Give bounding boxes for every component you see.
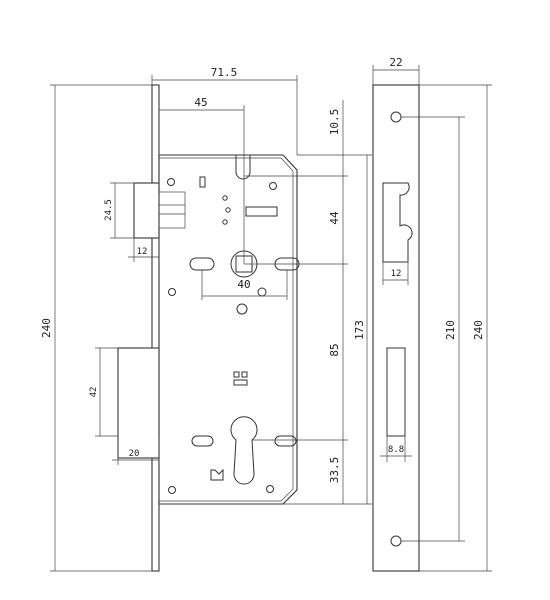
cylinder-slot-left: [191, 435, 214, 447]
lock-body-dimensions: 240 71.5 45 10.5 44 85 33.5 173 24.5 12: [40, 66, 372, 572]
dim-deadbolt-height: 42: [89, 387, 99, 398]
body-faceplate-edge: [151, 84, 160, 572]
lock-case: [158, 154, 298, 505]
faceplate: [372, 84, 420, 572]
deadbolt: [117, 347, 160, 459]
upper-small-slot: [199, 176, 206, 188]
faceplate-dimensions: 22 12 8.8 210 240: [372, 56, 492, 572]
small-hole: [222, 195, 228, 201]
dim-backset: 45: [194, 96, 207, 109]
dim-faceplate-bolt-slot: 8.8: [388, 445, 404, 455]
upper-rect-slot: [245, 206, 278, 217]
faceplate-view: [372, 84, 420, 572]
middle-round-hole: [236, 303, 248, 315]
dim-overall-height: 240: [40, 318, 53, 338]
cylinder-opening: [230, 416, 258, 485]
left-mount-hole: [168, 288, 176, 296]
dim-body-height: 173: [353, 320, 366, 340]
dim-faceplate-height: 240: [472, 320, 485, 340]
lock-body-view: [117, 84, 300, 572]
dim-faceplate-width: 22: [389, 56, 402, 69]
upper-hole: [167, 178, 175, 186]
dim-latch-width: 12: [137, 247, 148, 257]
upper-right-hole: [269, 182, 277, 190]
dim-spindle-spacing: 40: [237, 278, 250, 291]
faceplate-bolt-slot: [386, 347, 406, 437]
dim-top-offset: 10.5: [328, 109, 341, 136]
dim-cylinder-bottom: 33.5: [328, 457, 341, 484]
latch-bolt-inner: [158, 191, 186, 229]
mid-slot: [241, 371, 248, 378]
dim-faceplate-hole-spacing: 210: [444, 320, 457, 340]
dim-deadbolt-width: 20: [129, 449, 140, 459]
lower-right-hole: [266, 485, 274, 493]
mid-slot: [233, 371, 240, 378]
dim-latch-to-spindle: 44: [328, 211, 341, 225]
small-hole: [222, 219, 228, 225]
cylinder-slot-right: [274, 435, 297, 447]
lower-catch: [210, 468, 224, 481]
small-hole: [225, 207, 231, 213]
faceplate-latch-slot: [382, 182, 413, 263]
dim-body-depth: 71.5: [211, 66, 238, 79]
dim-spindle-to-cylinder: 85: [328, 343, 341, 356]
top-notch: [235, 155, 251, 180]
mid-slot: [233, 379, 248, 386]
lower-left-hole: [168, 486, 176, 494]
dim-latch-height: 24.5: [104, 199, 114, 221]
lock-case-inner-edge: [159, 157, 294, 502]
latch-bolt: [133, 182, 160, 239]
dim-faceplate-latch-slot: 12: [391, 269, 402, 279]
